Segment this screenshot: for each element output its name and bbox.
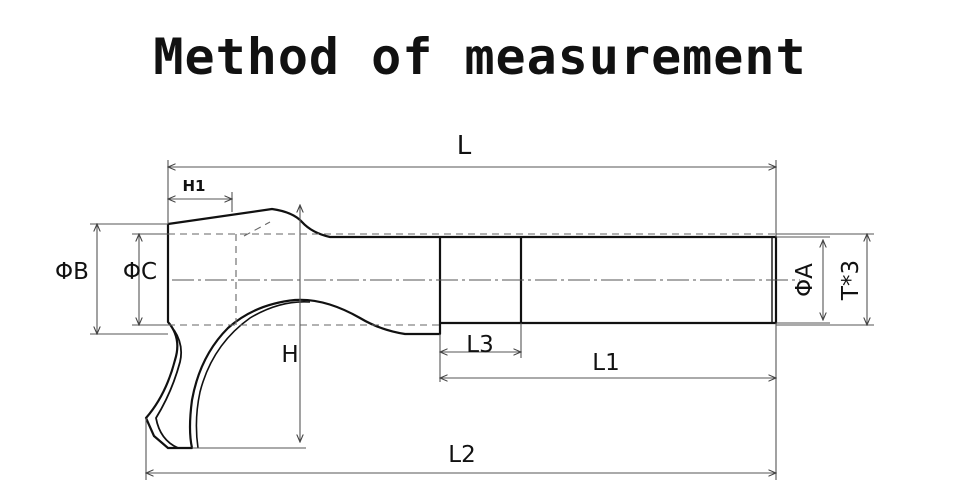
label-H: H <box>281 342 298 368</box>
label-thread: T*3 <box>838 260 864 301</box>
dimension-lines <box>90 160 874 480</box>
label-phi-B: ΦB <box>55 259 89 285</box>
page-title: Method of measurement <box>153 28 807 86</box>
cutting-edge <box>155 329 183 449</box>
label-L1: L1 <box>592 350 619 376</box>
tool-outline <box>144 207 778 450</box>
label-H1: H1 <box>183 177 206 195</box>
hidden-lines <box>168 221 776 330</box>
neck-outline <box>144 224 442 450</box>
flute-edge <box>195 301 311 449</box>
label-L: L <box>457 131 472 161</box>
head-top-edge <box>167 207 440 239</box>
label-phi-A: ΦA <box>792 263 818 297</box>
label-phi-C: ΦC <box>123 259 157 285</box>
label-L2: L2 <box>448 442 475 468</box>
label-L3: L3 <box>466 332 493 358</box>
